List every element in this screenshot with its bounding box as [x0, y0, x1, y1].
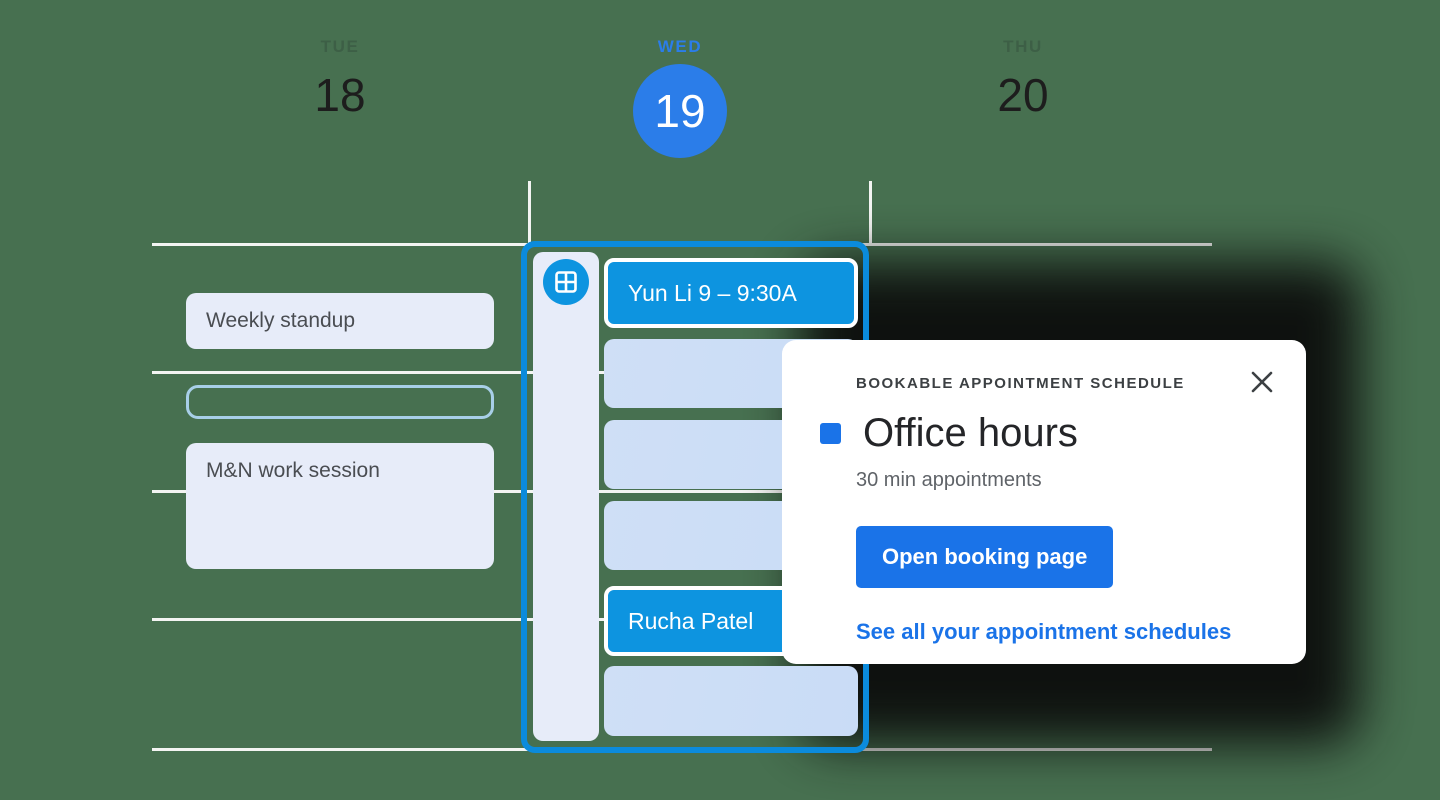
appointment-schedule-popup: BOOKABLE APPOINTMENT SCHEDULE Office hou… — [782, 340, 1306, 664]
day-number-label: 18 — [314, 69, 366, 121]
calendar-color-swatch — [820, 422, 841, 444]
time-gridline — [152, 490, 1212, 493]
event-placeholder-outline[interactable] — [186, 385, 494, 419]
appointment-schedule-strip[interactable] — [533, 252, 599, 741]
event-title: M&N work session — [206, 459, 380, 482]
close-icon[interactable] — [1244, 364, 1280, 400]
day-number-label: 20 — [997, 69, 1049, 121]
event-weekly-standup[interactable]: Weekly standup — [186, 293, 494, 349]
day-of-week-label: WED — [657, 37, 703, 56]
see-all-schedules-link[interactable]: See all your appointment schedules — [856, 619, 1232, 644]
column-divider — [869, 181, 872, 245]
appointment-slot-open[interactable] — [604, 666, 858, 736]
appointment-slot-booked[interactable]: Yun Li 9 – 9:30A — [604, 258, 858, 328]
day-of-week-label: TUE — [320, 37, 360, 56]
day-header-wed[interactable]: WED 19 — [590, 36, 770, 158]
open-booking-page-button[interactable]: Open booking page — [856, 526, 1114, 588]
event-mn-work-session[interactable]: M&N work session — [186, 443, 494, 569]
day-of-week-label: THU — [1003, 37, 1043, 56]
popup-eyebrow-label: BOOKABLE APPOINTMENT SCHEDULE — [856, 375, 1185, 392]
day-header-tue[interactable]: TUE 18 — [250, 36, 430, 126]
page-title: Office hours — [863, 411, 1078, 455]
slot-label: Rucha Patel — [628, 608, 754, 634]
column-divider — [528, 181, 531, 245]
day-header-thu[interactable]: THU 20 — [933, 36, 1113, 126]
day-number-label-today: 19 — [633, 64, 727, 158]
event-title: Weekly standup — [206, 309, 356, 332]
popup-title-row: Office hours — [820, 408, 1270, 458]
popup-subtitle: 30 min appointments — [856, 469, 1042, 491]
grid-icon[interactable] — [543, 259, 589, 305]
slot-label: Yun Li 9 – 9:30A — [628, 280, 797, 306]
